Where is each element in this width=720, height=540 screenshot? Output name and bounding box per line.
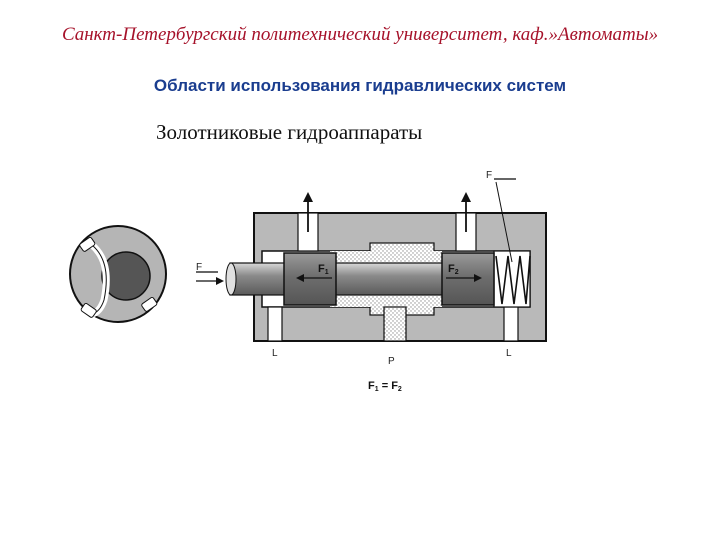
page-subtitle: Области использования гидравлических сис…	[153, 76, 567, 95]
label-force-top: F	[486, 170, 492, 181]
arrow-right-icon	[446, 274, 482, 282]
equation: F1 = F2	[368, 380, 402, 393]
label-force-left: F	[196, 262, 202, 273]
spool-rod-end	[225, 262, 237, 296]
spring-icon	[495, 255, 531, 305]
header-title: Санкт-Петербургский политехнический унив…	[61, 24, 659, 45]
arrow-up-icon	[461, 192, 471, 232]
arrow-left-icon	[296, 274, 332, 282]
label-f1: F1	[318, 263, 329, 276]
label-port-pressure: P	[388, 356, 395, 367]
cross-section-icon	[69, 225, 167, 323]
force-top-leader	[495, 181, 513, 263]
spool-land-left	[283, 252, 337, 306]
section-heading: Золотниковые гидроаппараты	[156, 120, 423, 144]
label-port-left: L	[272, 348, 278, 359]
label-port-right: L	[506, 348, 512, 359]
spool-land-right	[441, 252, 495, 306]
label-f2: F2	[448, 263, 459, 276]
arrow-up-icon	[303, 192, 313, 232]
arrow-right-icon	[196, 277, 224, 285]
